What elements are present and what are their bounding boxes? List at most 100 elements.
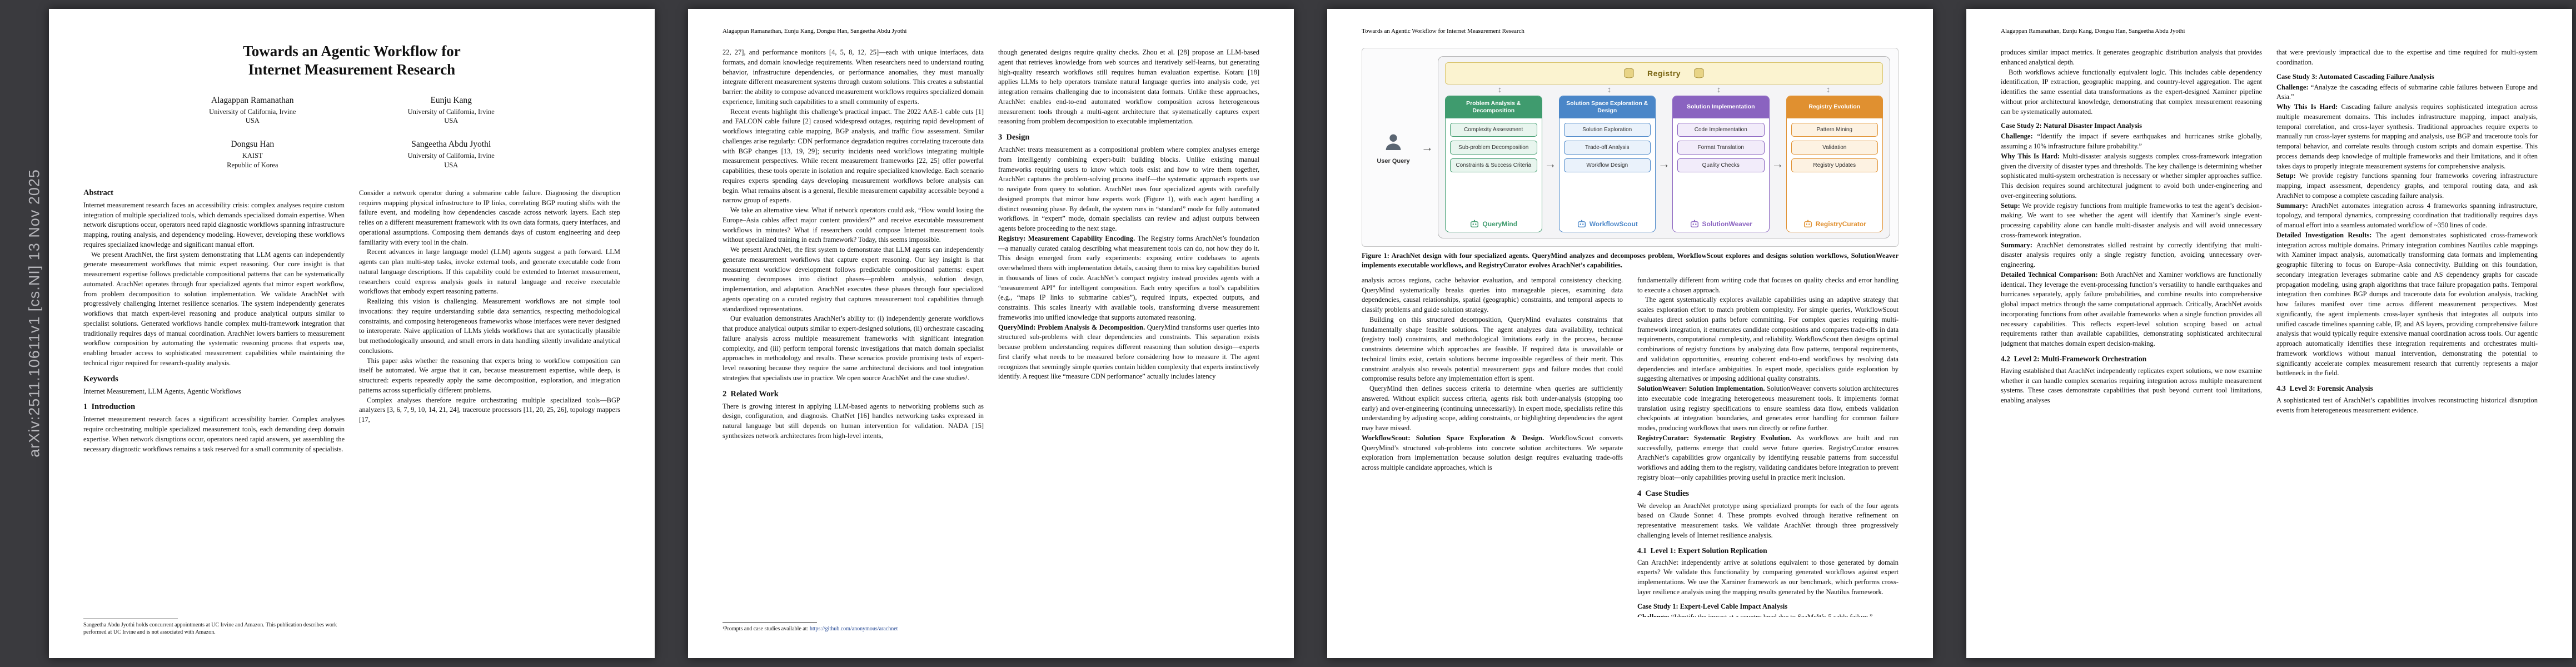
author-affiliation: KAIST [242, 152, 263, 160]
author-country: USA [444, 117, 459, 125]
agent-step: Complexity Assessment [1450, 123, 1537, 137]
page2-right-text: though generated designs require quality… [998, 48, 1259, 633]
running-header-title: Towards an Agentic Workflow for Internet… [1362, 28, 1524, 34]
body-paragraph: Challenge: “Identify the impact at a cou… [1637, 613, 1899, 617]
paragraph-lead: Challenge: [2276, 83, 2311, 91]
body-paragraph: We develop an ArachNet prototype using s… [1637, 501, 1899, 539]
page4-right-text: that were previously impractical due to … [2276, 48, 2538, 633]
body-paragraph: Recent advances in large language model … [359, 248, 620, 296]
paragraph-lead: Detailed Investigation Results: [2276, 231, 2376, 239]
up-down-arrow-icon: ↕ [1716, 85, 1721, 94]
body-paragraph: A sophisticated test of ArachNet’s capab… [2276, 396, 2538, 414]
agent-step: Validation [1791, 141, 1878, 155]
database-icon [1624, 68, 1634, 78]
running-header-authors: Alagappan Ramanathan, Eunju Kang, Dongsu… [2001, 28, 2185, 34]
paragraph-lead: WorkflowScout: Solution Space Exploratio… [1362, 434, 1550, 442]
paper-title-line1: Towards an Agentic Workflow for [243, 43, 461, 59]
author-country: USA [444, 161, 459, 169]
author-name: Alagappan Ramanathan [211, 95, 294, 105]
author-name: Eunju Kang [430, 95, 472, 105]
agent-function-title: Solution Space Exploration & Design [1559, 96, 1655, 118]
body-paragraph: Realizing this vision is challenging. Me… [359, 297, 620, 355]
agent-step: Constraints & Success Criteria [1450, 158, 1537, 172]
agent-name-querymind: QueryMind [1446, 217, 1542, 232]
paragraph-lead: Summary: [2001, 241, 2036, 249]
up-down-arrow-icon: ↕ [1607, 85, 1612, 94]
flow-arrow: → [1771, 157, 1784, 171]
agent-function-title: Problem Analysis & Decomposition [1446, 96, 1542, 118]
paragraph-lead: Challenge: [2001, 132, 2037, 141]
database-icon [1694, 68, 1704, 78]
case-study-heading: Case Study 1: Expert-Level Cable Impact … [1637, 602, 1788, 610]
body-paragraph: analysis across regions, cache behavior … [1362, 276, 1623, 313]
section-heading: 1 Introduction [83, 402, 136, 412]
robot-icon [1690, 220, 1698, 228]
paper-title-line2: Internet Measurement Research [248, 61, 456, 78]
paragraph-lead: QueryMind: Problem Analysis & Decomposit… [998, 323, 1147, 331]
section-heading: 4 Case Studies [1637, 489, 1690, 498]
paper-title: Towards an Agentic Workflow for Internet… [83, 42, 620, 79]
body-paragraph: Complex analyses therefore require orche… [359, 396, 620, 424]
author-1: Alagappan Ramanathan University of Calif… [153, 96, 352, 126]
body-paragraph: Building on this structured decompositio… [1362, 315, 1623, 383]
body-paragraph: Registry: Measurement Capability Encodin… [998, 234, 1259, 321]
registry-links: ↕ ↕ ↕ ↕ [1445, 84, 1883, 96]
case-study-heading: Case Study 3: Automated Cascading Failur… [2276, 72, 2434, 81]
paragraph-lead: Challenge: [1637, 613, 1671, 617]
registry-bar: Registry [1445, 62, 1883, 84]
author-affiliation: University of California, Irvine [407, 152, 495, 160]
agent-step: Solution Exploration [1563, 123, 1651, 137]
body-paragraph: WorkflowScout: Solution Space Exploratio… [1362, 434, 1623, 471]
repo-footnote: ¹Prompts and case studies available at: … [723, 619, 984, 633]
body-paragraph: Both workflows achieve functionally equi… [2001, 68, 2262, 116]
body-paragraph: Can ArachNet independently arrive at sol… [1637, 558, 1899, 596]
paragraph-lead: Registry: Measurement Capability Encodin… [998, 234, 1138, 242]
paragraph-lead: Detailed Technical Comparison: [2001, 270, 2101, 278]
page3-left-column: analysis across regions, cache behavior … [1362, 276, 1623, 617]
arachnet-container: Registry ↕ ↕ ↕ ↕ Problem Analysis & Deco… [1438, 56, 1890, 238]
subsection-heading: 4.3 Level 3: Forensic Analysis [2276, 384, 2373, 392]
up-down-arrow-icon: ↕ [1497, 85, 1502, 94]
body-paragraph: Setup: We provide registry functions spa… [2276, 172, 2538, 200]
agent-step: Quality Checks [1677, 158, 1765, 172]
body-paragraph: fundamentally different from writing cod… [1637, 276, 1899, 294]
robot-icon [1577, 220, 1586, 228]
page1-right-column: Consider a network operator during a sub… [359, 188, 620, 636]
body-paragraph: Our evaluation demonstrates ArachNet’s a… [723, 315, 984, 382]
page3-left-text: analysis across regions, cache behavior … [1362, 276, 1623, 617]
author-name: Sangeetha Abdu Jyothi [411, 140, 491, 150]
page1-right-text: Consider a network operator during a sub… [359, 188, 620, 636]
paragraph-lead: Why This Is Hard: [2001, 152, 2062, 160]
agent-step: Format Translation [1677, 141, 1765, 155]
flow-arrow: → [1544, 157, 1557, 171]
agent-step: Pattern Mining [1791, 123, 1878, 137]
body-paragraph: Recent events highlight this challenge’s… [723, 107, 984, 205]
body-paragraph: The agent systematically explores availa… [1637, 296, 1899, 383]
running-header-authors: Alagappan Ramanathan, Eunju Kang, Dongsu… [723, 28, 907, 34]
agent-step: Code Implementation [1677, 123, 1765, 137]
user-query-label: User Query [1377, 157, 1410, 165]
body-paragraph: We take an alternative view. What if net… [723, 206, 984, 244]
case-study-heading: Case Study 2: Natural Disaster Impact An… [2001, 122, 2142, 130]
body-paragraph: Challenge: “Analyze the cascading effect… [2276, 83, 2538, 101]
agent-step: Workflow Design [1563, 158, 1651, 172]
agent-function-title: Solution Implementation [1673, 96, 1769, 118]
body-paragraph: SolutionWeaver: Solution Implementation.… [1637, 385, 1899, 432]
page-3: Towards an Agentic Workflow for Internet… [1327, 9, 1933, 658]
body-paragraph: Challenge: “Identify the impact if sever… [2001, 132, 2262, 150]
subsection-heading: 4.1 Level 1: Expert Solution Replication [1637, 546, 1767, 555]
page4-right-column: that were previously impractical due to … [2276, 48, 2538, 633]
author-2: Eunju Kang University of California, Irv… [352, 96, 550, 126]
agent-step: Registry Updates [1791, 158, 1878, 172]
footnote-link[interactable]: https://github.com/anonymous/arachnet [809, 625, 898, 632]
agent-function-title: Registry Evolution [1786, 96, 1882, 118]
page2-left-column: 22, 27], and performance monitors [4, 5,… [723, 48, 984, 633]
